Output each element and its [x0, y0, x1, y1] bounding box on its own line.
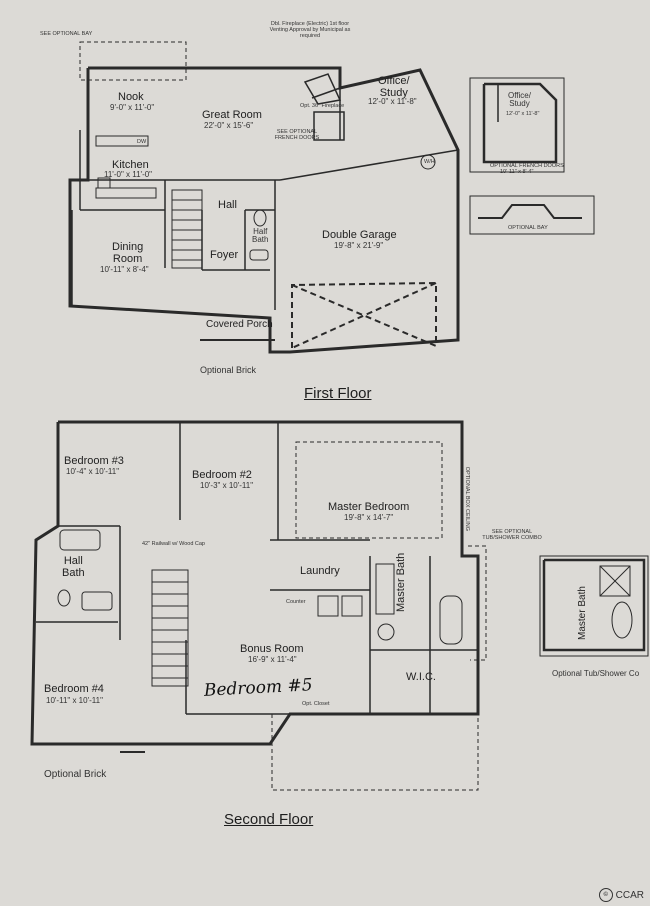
nook-label: Nook: [118, 91, 144, 103]
water-heater-label: W/H: [424, 159, 435, 165]
inset-bay-caption: OPTIONAL BAY: [508, 225, 548, 231]
first-floor-stair: [171, 189, 203, 269]
office-dim: 12'-0" x 11'-8": [368, 97, 417, 106]
half-bath-label: Half Bath: [252, 227, 269, 245]
railing-note: 42" Railwall w/ Wood Cap: [142, 541, 205, 547]
first-floor-title: First Floor: [304, 385, 372, 402]
double-garage-label: Double Garage: [322, 229, 397, 241]
half-bath-fixtures: [249, 209, 269, 261]
wic-label: W.I.C.: [406, 671, 436, 683]
second-floor-stair: [151, 569, 189, 687]
inset-office-caption2: 10'-11" x 8'-4": [500, 169, 534, 175]
bedroom3-dim: 10'-4" x 10'-11": [66, 467, 120, 476]
optional-bay-note: SEE OPTIONAL BAY: [40, 31, 93, 37]
bedroom2-dim: 10'-3" x 10'-11": [200, 481, 254, 490]
second-floor-interior: [36, 422, 478, 715]
optional-brick-first: Optional Brick: [200, 365, 257, 375]
inset-master-bath-label: Master Bath: [577, 586, 588, 640]
opt-closet-label: Opt. Closet: [302, 701, 330, 707]
bedroom4-label: Bedroom #4: [44, 683, 104, 695]
master-bath-label: Master Bath: [395, 552, 407, 612]
laundry-label: Laundry: [300, 565, 340, 577]
first-floor-interior: [71, 87, 459, 310]
inset-office-label: Office/ Study: [508, 91, 531, 109]
inset-master-bath-caption: Optional Tub/Shower Co: [552, 669, 640, 678]
tub-option-outline: [468, 545, 487, 661]
office-label: Office/ Study: [378, 75, 410, 99]
optional-bay-top: [79, 41, 187, 81]
french-doors-note: SEE OPTIONAL FRENCH DOORS: [274, 129, 320, 141]
dining-dim: 10'-11" x 8'-4": [100, 265, 149, 274]
watermark-text: CCAR: [615, 889, 644, 901]
optional-brick-second: Optional Brick: [44, 769, 107, 780]
fireplace-opt-label: Opt. 36" Fireplace: [300, 103, 345, 109]
bonus-room-label: Bonus Room: [240, 643, 304, 655]
great-room-dim: 22'-0" x 15'-6": [204, 121, 254, 130]
inset-bay-frame: [469, 195, 595, 235]
master-bedroom-label: Master Bedroom: [328, 501, 410, 513]
tub-note: SEE OPTIONAL TUB/SHOWER COMBO: [482, 529, 542, 541]
inset-office-frame: [469, 77, 565, 173]
kitchen-dim: 11'-0" x 11'-0": [104, 170, 153, 179]
double-garage-dim: 19'-8" x 21'-9": [334, 241, 384, 250]
fireplace: [303, 73, 342, 105]
second-floor-title: Second Floor: [224, 811, 314, 828]
inset-master-bath-frame: [539, 555, 649, 657]
hall-bath-label: Hall Bath: [62, 555, 85, 579]
nook-dim: 9'-0" x 11'-0": [110, 103, 155, 112]
bedroom3-label: Bedroom #3: [64, 455, 124, 467]
bedroom2-label: Bedroom #2: [192, 469, 252, 481]
kitchen-counters: [95, 135, 157, 199]
box-ceiling: [295, 441, 443, 539]
dw-label: DW: [137, 139, 147, 145]
covered-porch-label: Covered Porch: [206, 319, 273, 330]
water-heater: [420, 154, 436, 170]
copyright-icon: ©: [598, 888, 613, 902]
fireplace-note: Dbl. Fireplace (Electric) 1st floor Vent…: [269, 21, 351, 39]
hall-bath-fixtures: [57, 529, 113, 611]
great-room-label: Great Room: [202, 109, 262, 121]
master-bedroom-dim: 19'-8" x 14'-7": [344, 513, 394, 522]
kitchen-label: Kitchen: [112, 159, 149, 171]
master-bath-fixtures: [375, 563, 463, 645]
garage-door: [291, 281, 437, 349]
box-ceiling-label: OPTIONAL BOX CEILING: [464, 466, 471, 532]
bonus-room-dim: 16'-9" x 11'-4": [248, 655, 297, 664]
dining-label: Dining Room: [112, 241, 144, 265]
hall-label: Hall: [218, 199, 237, 211]
ccar-watermark: © CCAR: [598, 888, 644, 902]
laundry-fixtures: [317, 595, 363, 617]
bedroom4-dim: 10'-11" x 10'-11": [46, 696, 103, 705]
inset-office-dim: 12'-0" x 11'-8": [506, 111, 540, 117]
bonus-closet: [271, 714, 479, 791]
counter-label: Counter: [286, 599, 306, 605]
inset-office-caption: OPTIONAL FRENCH DOORS: [490, 163, 564, 169]
foyer-label: Foyer: [210, 249, 239, 261]
